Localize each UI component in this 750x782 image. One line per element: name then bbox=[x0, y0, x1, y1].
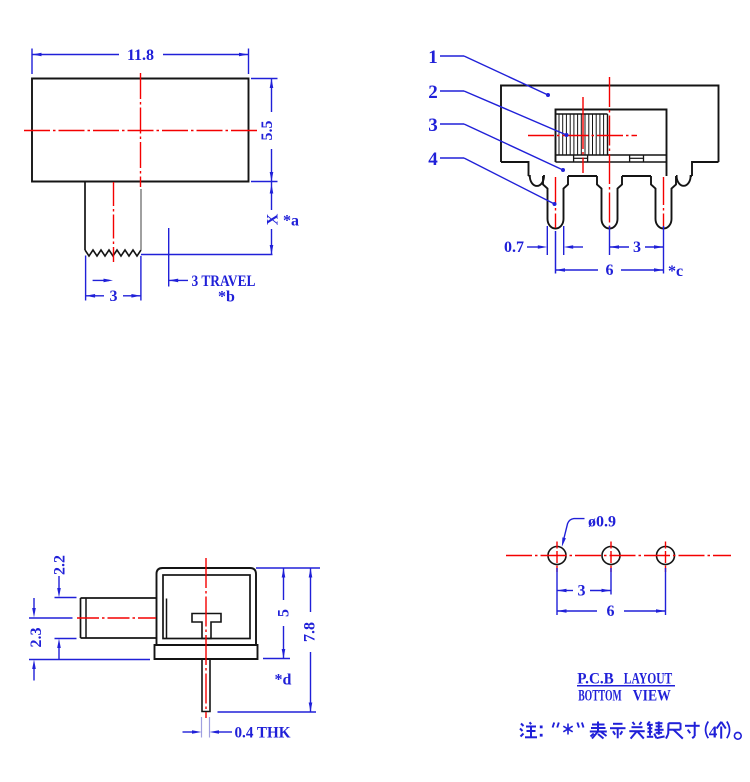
svg-text:LAYOUT: LAYOUT bbox=[624, 671, 673, 688]
svg-text:ø0.9: ø0.9 bbox=[588, 514, 616, 531]
svg-text:6: 6 bbox=[607, 603, 615, 620]
svg-text:*d: *d bbox=[275, 672, 292, 689]
svg-text:5: 5 bbox=[276, 609, 293, 617]
svg-text:*a: *a bbox=[283, 213, 299, 230]
svg-text:3: 3 bbox=[633, 239, 641, 256]
svg-text:7.8: 7.8 bbox=[302, 622, 319, 642]
svg-text:2.3: 2.3 bbox=[28, 628, 45, 648]
svg-text:3: 3 bbox=[578, 583, 586, 600]
svg-text:6: 6 bbox=[606, 262, 614, 279]
svg-text:2.2: 2.2 bbox=[52, 555, 69, 575]
svg-text:0.4 THK: 0.4 THK bbox=[235, 725, 292, 742]
svg-text:4: 4 bbox=[428, 149, 438, 170]
svg-text:X: X bbox=[265, 213, 282, 225]
svg-text:P.C.B: P.C.B bbox=[577, 671, 614, 688]
svg-text:3: 3 bbox=[110, 288, 118, 305]
svg-text:4: 4 bbox=[709, 722, 718, 741]
svg-text:3: 3 bbox=[428, 115, 438, 136]
svg-text:*b: *b bbox=[218, 289, 235, 306]
svg-text:0.7: 0.7 bbox=[504, 239, 524, 256]
svg-text:BOTTOM: BOTTOM bbox=[578, 688, 622, 705]
svg-text:VIEW: VIEW bbox=[633, 688, 671, 705]
svg-text:5.5: 5.5 bbox=[259, 121, 276, 141]
svg-text:11.8: 11.8 bbox=[127, 47, 154, 64]
svg-text:2: 2 bbox=[428, 82, 438, 103]
svg-text:1: 1 bbox=[428, 47, 438, 68]
svg-text:3 TRAVEL: 3 TRAVEL bbox=[192, 273, 256, 290]
svg-text:*c: *c bbox=[668, 263, 683, 280]
